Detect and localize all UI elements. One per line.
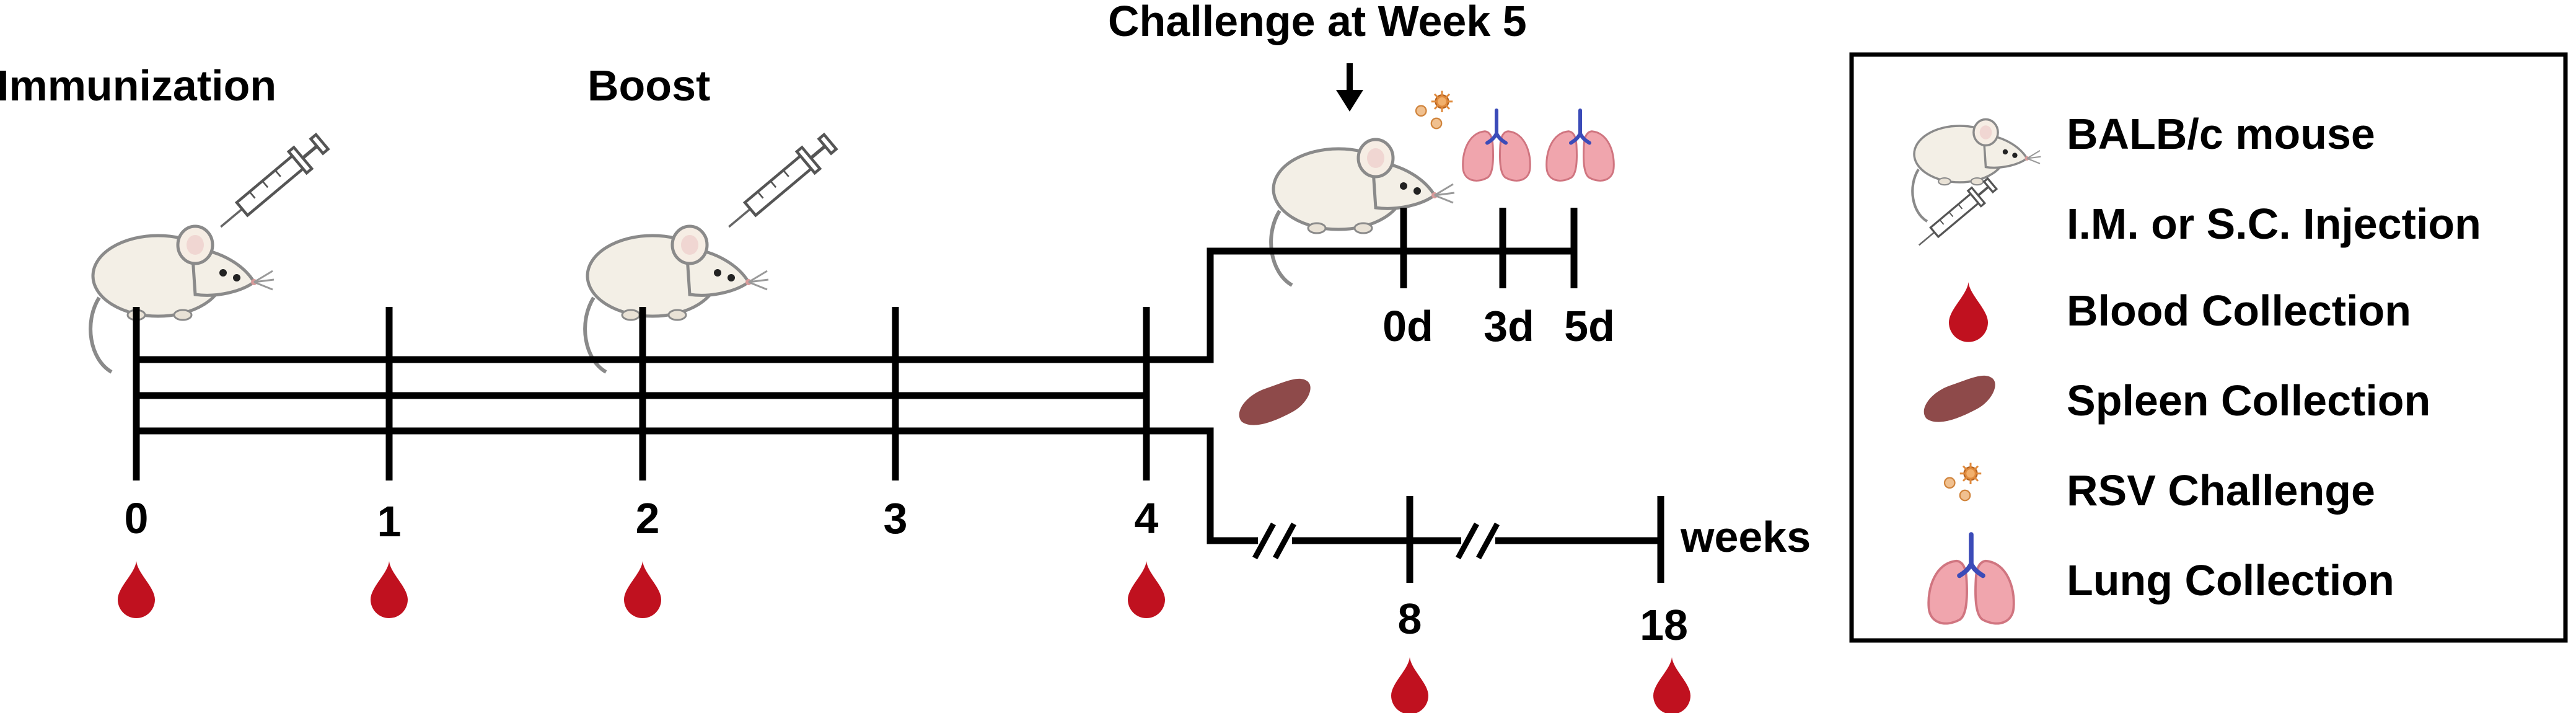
blood-drop-icon-week18: [1653, 657, 1690, 713]
weeks-unit-label: weeks: [1680, 513, 1811, 561]
legend-label-mouse: BALB/c mouse: [2067, 110, 2375, 158]
blood-drop-icon-week2: [624, 561, 661, 618]
mouse-icon-week2: [585, 226, 768, 372]
day-label-5d: 5d: [1564, 302, 1615, 350]
challenge-heading: Challenge at Week 5: [1108, 0, 1527, 45]
immunization-heading: Immunization: [0, 61, 276, 110]
late-branch: [1146, 427, 1664, 583]
week-label-8: 8: [1398, 595, 1422, 643]
syringe-icon-week2: [720, 131, 839, 238]
legend-label-rsv: RSV Challenge: [2067, 466, 2375, 515]
rsv-virus-icon-challenge: [1415, 90, 1454, 130]
axis-break-1: [1252, 522, 1296, 560]
lung-icon-5d: [1547, 110, 1614, 180]
week-label-2: 2: [636, 494, 660, 542]
mouse-icon-week0: [90, 226, 274, 372]
challenge-branch: [1146, 208, 1578, 363]
legend-label-blood: Blood Collection: [2067, 286, 2411, 335]
legend-label-spleen: Spleen Collection: [2067, 376, 2430, 425]
legend-label-injection: I.M. or S.C. Injection: [2067, 200, 2481, 248]
lung-icon-3d: [1463, 110, 1531, 180]
week-label-4: 4: [1135, 494, 1159, 542]
day-label-0d: 0d: [1383, 302, 1433, 350]
day-label-3d: 3d: [1484, 302, 1534, 350]
mouse-icon-challenge: [1271, 140, 1454, 285]
boost-heading: Boost: [587, 61, 710, 110]
syringe-icon-week0: [212, 131, 331, 238]
blood-drop-icon-week8: [1391, 657, 1428, 713]
legend-label-lung: Lung Collection: [2067, 556, 2394, 604]
main-timeline: [133, 307, 1150, 480]
spleen-icon-week4: [1239, 378, 1311, 425]
blood-drop-icon-week1: [371, 561, 408, 618]
blood-drop-icon-week4: [1128, 561, 1165, 618]
week-label-0: 0: [125, 494, 149, 542]
week-label-18: 18: [1640, 601, 1688, 649]
axis-break-2: [1456, 522, 1500, 560]
week-label-1: 1: [377, 497, 402, 546]
legend: BALB/c mouse I.M. or S.C. Injection Bloo…: [1849, 52, 2568, 643]
challenge-arrow: [1336, 63, 1363, 112]
blood-drop-icon-week0: [118, 561, 155, 618]
week-label-3: 3: [884, 494, 908, 542]
